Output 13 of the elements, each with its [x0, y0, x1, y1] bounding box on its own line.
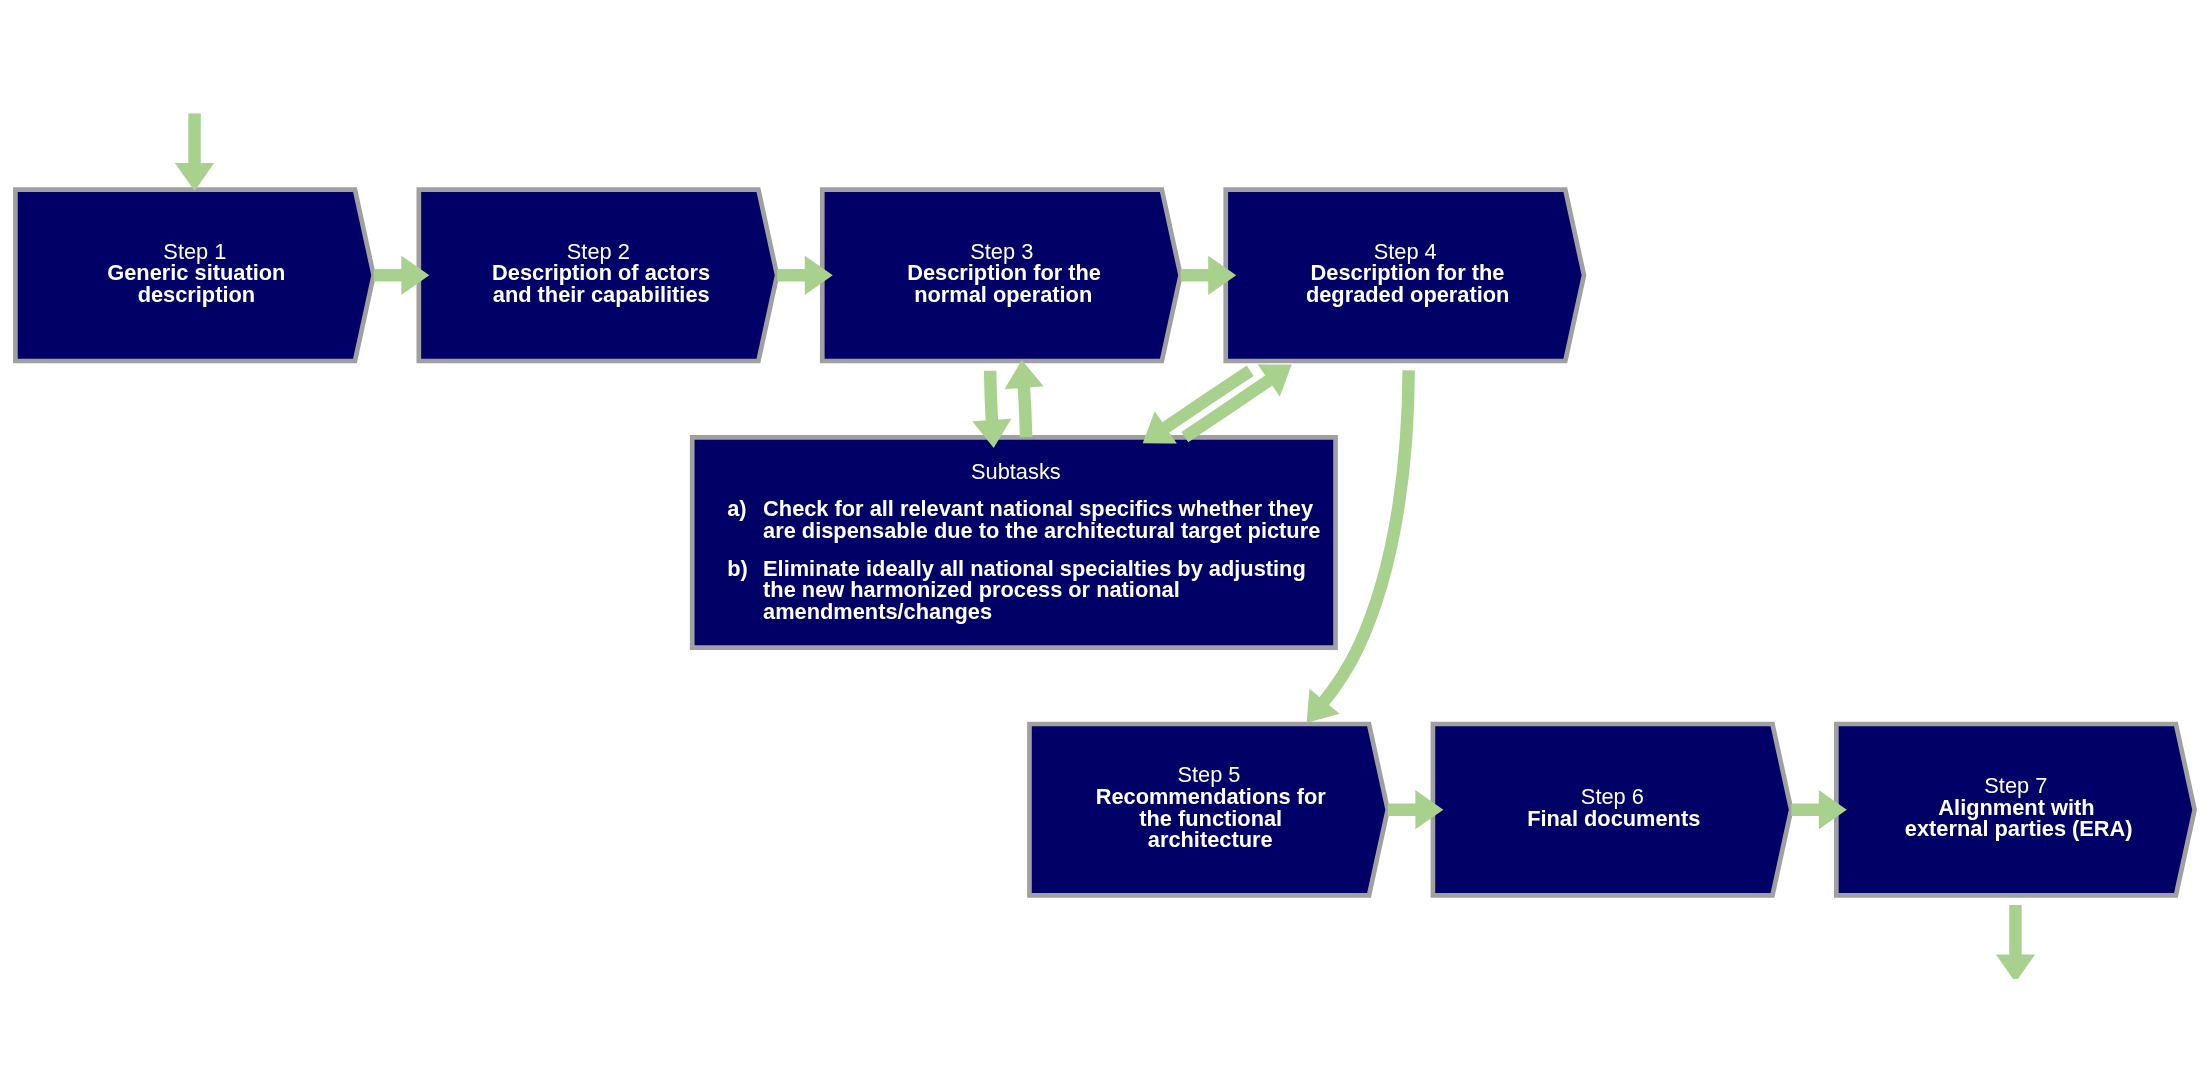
arrow	[1004, 359, 1044, 437]
arrow	[1180, 255, 1237, 295]
arrow	[174, 112, 215, 191]
node-box: Subtasks a) Check for all relevant national specifics whether they are dispensable due to the architectural target picture b) Eliminate ideally all national specialties by adjusting the new harmonized process or national amendments/changes	[689, 434, 1338, 650]
arrow	[373, 255, 430, 295]
arrow	[1791, 789, 1847, 829]
arrow	[1995, 904, 2036, 979]
arrow	[1142, 365, 1254, 444]
arrow	[1387, 789, 1444, 829]
arrow	[972, 370, 1012, 448]
arrow	[777, 255, 833, 295]
arrow	[1306, 369, 1415, 723]
arrow	[1181, 363, 1292, 442]
